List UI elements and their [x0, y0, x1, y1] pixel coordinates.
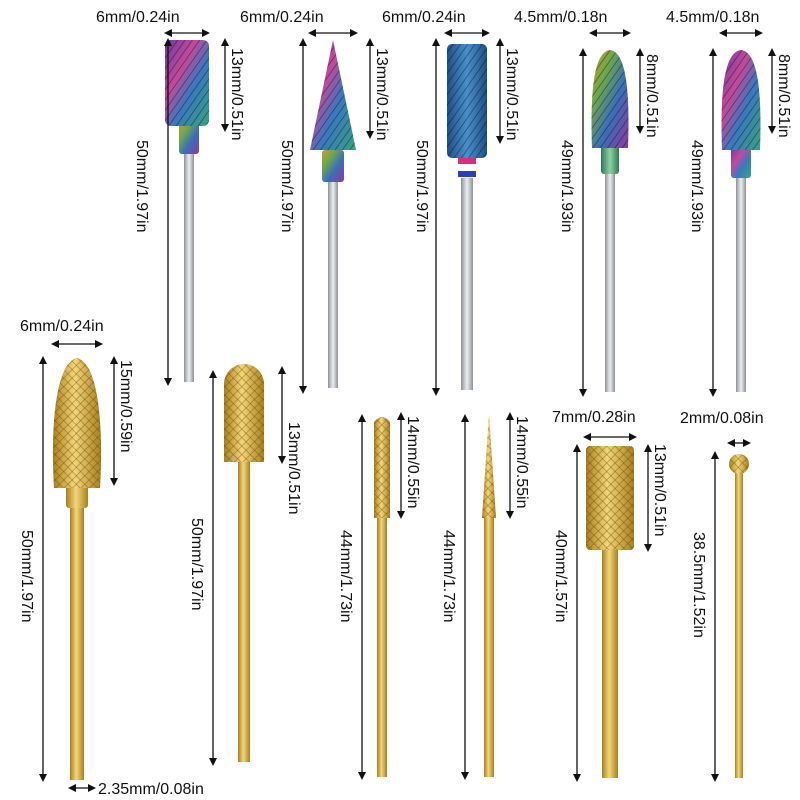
total-label: 50mm/1.97in [278, 140, 295, 233]
head-label: 14mm/0.55in [513, 416, 530, 509]
total-label: 44mm/1.73in [440, 530, 457, 623]
total-label: 49mm/1.93in [558, 140, 575, 233]
total-label: 38.5mm/1.52in [690, 532, 707, 638]
bit-blue-barrel [447, 44, 487, 390]
width-label: 7mm/0.28in [552, 409, 636, 426]
bit-rainbow-small-cone-a [591, 50, 629, 392]
head-label: 13mm/0.51in [503, 48, 520, 141]
total-label: 44mm/1.73in [337, 530, 354, 623]
head-label: 13mm/0.51in [373, 48, 390, 141]
bit-gold-thin-barrel [374, 417, 390, 777]
bit-gold-round-barrel [224, 364, 264, 762]
head-label: 14mm/0.55in [404, 416, 421, 509]
bit-rainbow-small-cone-b [721, 50, 761, 392]
head-label: 13mm/0.51in [285, 422, 302, 515]
head-label: 8mm/0.51in [643, 54, 660, 138]
total-label: 50mm/1.97in [133, 140, 150, 233]
total-label: 50mm/1.97in [413, 140, 430, 233]
shank-label: 2.35mm/0.08in [98, 781, 204, 798]
bit-rainbow-barrel [165, 40, 209, 382]
width-label: 6mm/0.24in [382, 9, 466, 26]
width-label: 4.5mm/0.18n [666, 9, 759, 26]
head-label: 13mm/0.51in [228, 48, 245, 141]
bit-gold-ball [729, 454, 749, 778]
total-label: 49mm/1.93in [688, 140, 705, 233]
bit-gold-thin-taper [482, 414, 496, 777]
width-label: 4.5mm/0.18n [514, 9, 607, 26]
head-label: 8mm/0.51in [775, 54, 792, 138]
width-label: 2mm/0.08in [680, 410, 764, 427]
total-label: 50mm/1.97in [18, 530, 35, 623]
bit-gold-wide-barrel [586, 446, 634, 778]
bit-gold-cone [52, 358, 102, 780]
head-label: 15mm/0.59in [117, 360, 134, 453]
width-label: 6mm/0.24in [20, 318, 104, 335]
head-label: 13mm/0.51in [651, 444, 668, 537]
width-label: 6mm/0.24in [240, 9, 324, 26]
bit-rainbow-cone [310, 40, 356, 388]
total-label: 40mm/1.57in [552, 530, 569, 623]
total-label: 50mm/1.97in [188, 518, 205, 611]
width-label: 6mm/0.24in [96, 9, 180, 26]
